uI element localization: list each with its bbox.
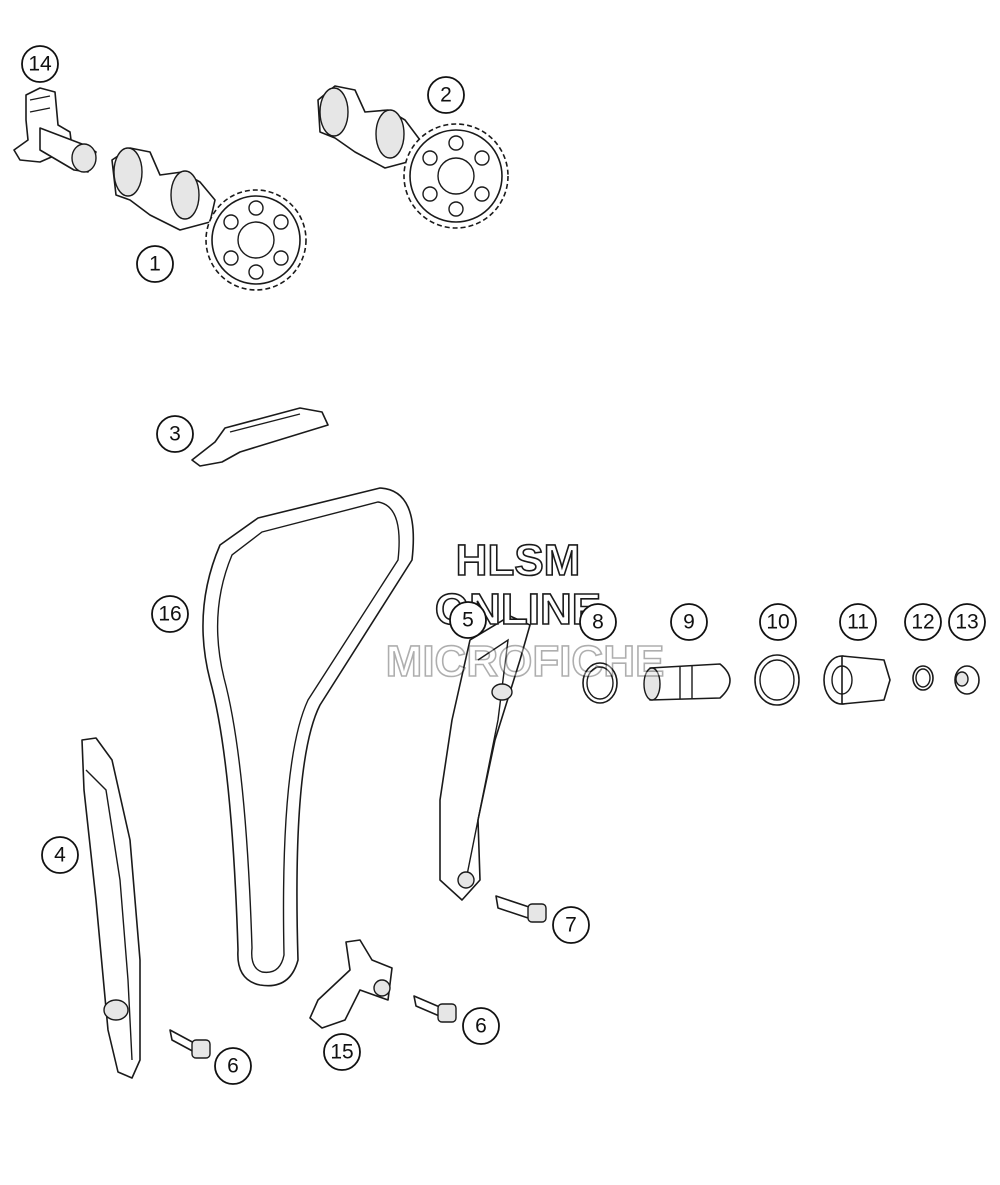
watermark-line3: MICROFICHE [386, 637, 665, 686]
callout-6-left: 6 [214, 1047, 252, 1085]
callout-15: 15 [323, 1033, 361, 1071]
guide-rail-part [81, 737, 141, 1079]
svg-text:6: 6 [227, 1055, 239, 1078]
seal-ring-8-part [582, 662, 618, 704]
callout-10: 10 [759, 603, 797, 641]
camshaft-sensor-part [13, 87, 97, 173]
svg-text:1: 1 [149, 253, 161, 276]
camshaft-1-part [111, 147, 307, 291]
guide-part [309, 939, 393, 1029]
svg-text:12: 12 [911, 611, 934, 634]
callout-14: 14 [21, 45, 59, 83]
callout-12: 12 [904, 603, 942, 641]
svg-text:14: 14 [28, 53, 52, 76]
svg-text:9: 9 [683, 611, 695, 634]
svg-text:16: 16 [158, 603, 181, 626]
camshaft-2-part [317, 85, 509, 229]
callout-8: 8 [579, 603, 617, 641]
callout-11: 11 [839, 603, 877, 641]
svg-text:6: 6 [475, 1015, 487, 1038]
callout-4: 4 [41, 836, 79, 874]
callout-1: 1 [136, 245, 174, 283]
callout-3: 3 [156, 415, 194, 453]
svg-text:3: 3 [169, 423, 181, 446]
svg-text:5: 5 [462, 609, 474, 632]
callout-6-right: 6 [462, 1007, 500, 1045]
callout-5: 5 [449, 601, 487, 639]
plate-part [191, 407, 329, 467]
svg-text:8: 8 [592, 611, 604, 634]
plug-13-part [954, 665, 980, 695]
svg-text:15: 15 [330, 1041, 353, 1064]
callout-9: 9 [670, 603, 708, 641]
svg-text:10: 10 [766, 611, 789, 634]
svg-text:13: 13 [955, 611, 978, 634]
o-ring-12-part [912, 665, 934, 691]
svg-text:11: 11 [847, 611, 869, 634]
tensioner-plunger-part [643, 663, 731, 701]
watermark: HLSM ONLINE MICROFICHE [385, 535, 665, 687]
watermark-line1: HLSM [456, 536, 581, 585]
tensioner-rail-part [439, 615, 531, 901]
callout-7: 7 [552, 906, 590, 944]
screw-plug-part [823, 655, 891, 705]
bolt-7-part [495, 895, 547, 923]
svg-text:4: 4 [54, 844, 66, 867]
callout-16: 16 [151, 595, 189, 633]
svg-text:2: 2 [440, 84, 452, 107]
callout-2: 2 [427, 76, 465, 114]
seal-ring-10-part [754, 654, 800, 706]
svg-text:7: 7 [565, 914, 577, 937]
bolt-6-right-part [413, 995, 457, 1023]
callout-13: 13 [948, 603, 986, 641]
timing-chain-part [202, 487, 415, 987]
bolt-6-left-part [169, 1029, 211, 1059]
